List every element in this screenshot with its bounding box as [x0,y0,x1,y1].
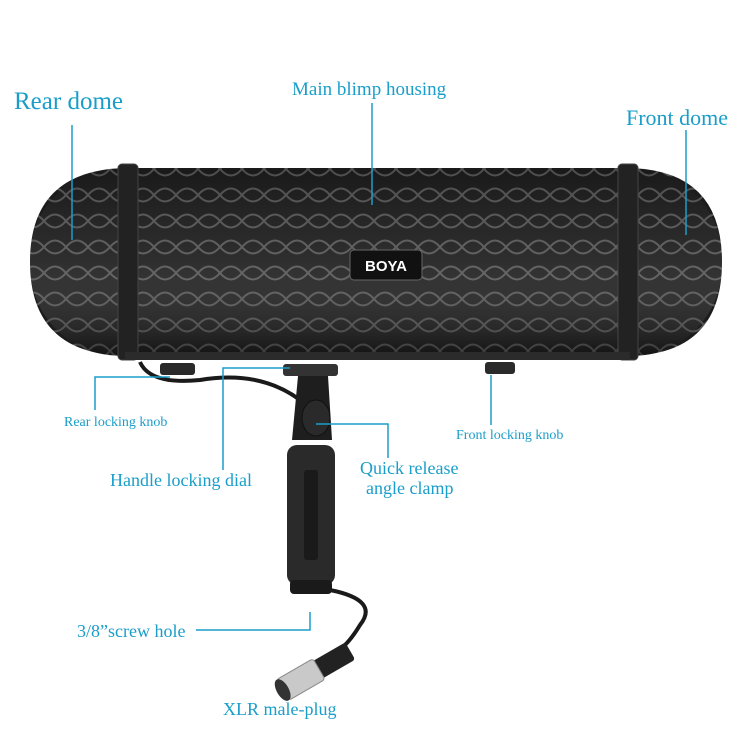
label-main-blimp-housing: Main blimp housing [292,79,447,100]
rear-locking-knob[interactable] [160,363,195,375]
label-angle-clamp: angle clamp [366,478,454,498]
label-rear-locking-knob: Rear locking knob [64,415,168,430]
label-rear-dome: Rear dome [14,88,123,115]
label-xlr-male-plug: XLR male-plug [223,699,337,719]
leader-lines [71,103,687,631]
xlr-plug [274,643,355,701]
handle-locking-dial[interactable] [283,364,338,376]
front-locking-knob[interactable] [485,362,515,374]
quick-release-clamp[interactable] [301,399,331,437]
label-front-locking-knob: Front locking knob [456,428,564,443]
label-screw-hole: 3/8”screw hole [77,621,186,641]
brand-logo: BOYA [365,258,407,275]
label-quick-release: Quick release [360,458,459,478]
label-front-dome: Front dome [626,105,729,130]
label-handle-locking-dial: Handle locking dial [110,470,252,490]
